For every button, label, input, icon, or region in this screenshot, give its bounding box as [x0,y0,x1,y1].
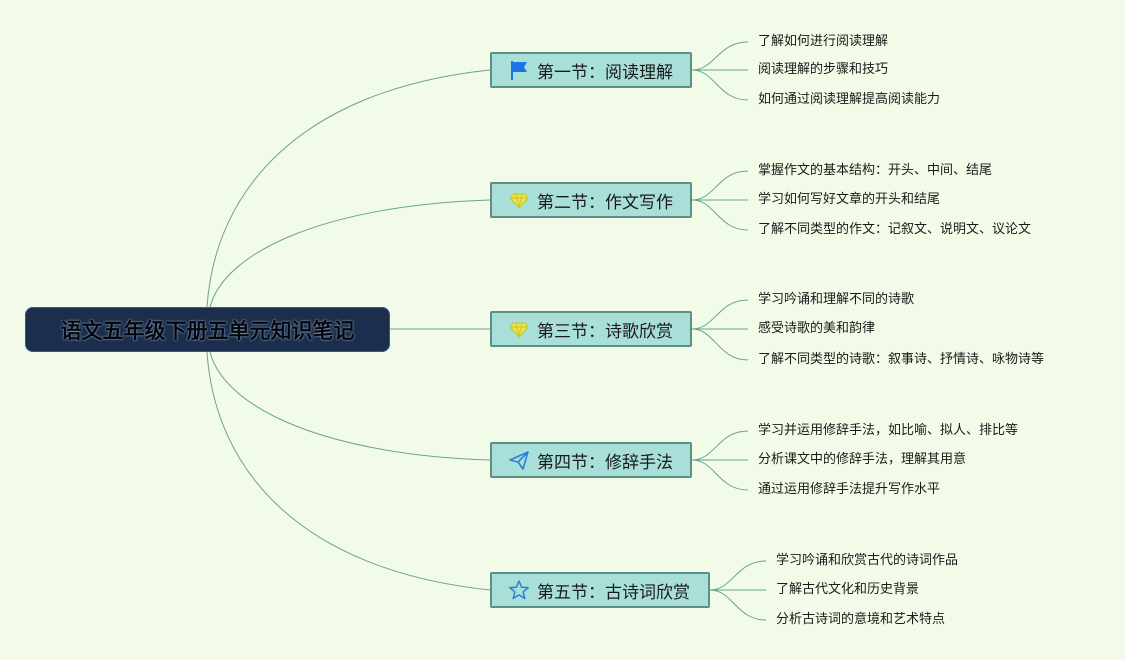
star-icon [508,579,530,601]
flag-icon [508,59,530,81]
diamond-icon [508,318,530,340]
leaf-link [691,459,749,491]
root-link-1 [206,69,491,308]
section-5-topic[interactable]: 第五节：古诗词欣赏 [490,572,710,608]
section-1-topic[interactable]: 第一节：阅读理解 [490,52,692,88]
section-2-topic[interactable]: 第二节：作文写作 [490,182,692,218]
section-1-title: 第一节：阅读理解 [537,62,673,83]
root-link-2 [209,199,491,308]
list-item[interactable]: 感受诗歌的美和韵律 [758,321,876,336]
root-link-4 [209,351,491,461]
list-item[interactable]: 学习吟诵和理解不同的诗歌 [758,292,915,307]
leaf-link [691,199,749,231]
root-topic[interactable]: 语文五年级下册五单元知识笔记 [25,307,390,352]
section-4-title: 第四节：修辞手法 [537,452,673,473]
list-item[interactable]: 学习并运用修辞手法，如比喻、拟人、排比等 [758,423,1019,438]
leaf-link [691,328,749,361]
list-item[interactable]: 学习如何写好文章的开头和结尾 [758,192,941,207]
leaf-link [691,69,749,101]
leaf-link [691,41,749,71]
root-link-5 [206,351,491,591]
diamond-icon [508,189,530,211]
leaf-link [709,589,767,621]
section-5-title: 第五节：古诗词欣赏 [537,582,690,603]
leaf-link [691,170,749,201]
list-item[interactable]: 如何通过阅读理解提高阅读能力 [758,92,941,107]
list-item[interactable]: 通过运用修辞手法提升写作水平 [758,482,941,497]
list-item[interactable]: 掌握作文的基本结构：开头、中间、结尾 [758,163,993,178]
list-item[interactable]: 了解不同类型的诗歌：叙事诗、抒情诗、咏物诗等 [758,352,1045,367]
leaf-link [691,299,749,330]
list-item[interactable]: 学习吟诵和欣赏古代的诗词作品 [776,553,959,568]
paper-plane-icon [508,449,530,471]
list-item[interactable]: 分析课文中的修辞手法，理解其用意 [758,452,967,467]
list-item[interactable]: 阅读理解的步骤和技巧 [758,62,889,77]
list-item[interactable]: 了解不同类型的作文：记叙文、说明文、议论文 [758,222,1032,237]
leaf-link [691,430,749,461]
list-item[interactable]: 了解如何进行阅读理解 [758,34,889,49]
section-4-topic[interactable]: 第四节：修辞手法 [490,442,692,478]
section-2-title: 第二节：作文写作 [537,192,673,213]
list-item[interactable]: 分析古诗词的意境和艺术特点 [776,612,946,627]
section-3-title: 第三节：诗歌欣赏 [537,321,673,342]
section-3-topic[interactable]: 第三节：诗歌欣赏 [490,311,692,347]
leaf-link [709,560,767,591]
list-item[interactable]: 了解古代文化和历史背景 [776,582,920,597]
root-topic-label: 语文五年级下册五单元知识笔记 [60,318,355,343]
